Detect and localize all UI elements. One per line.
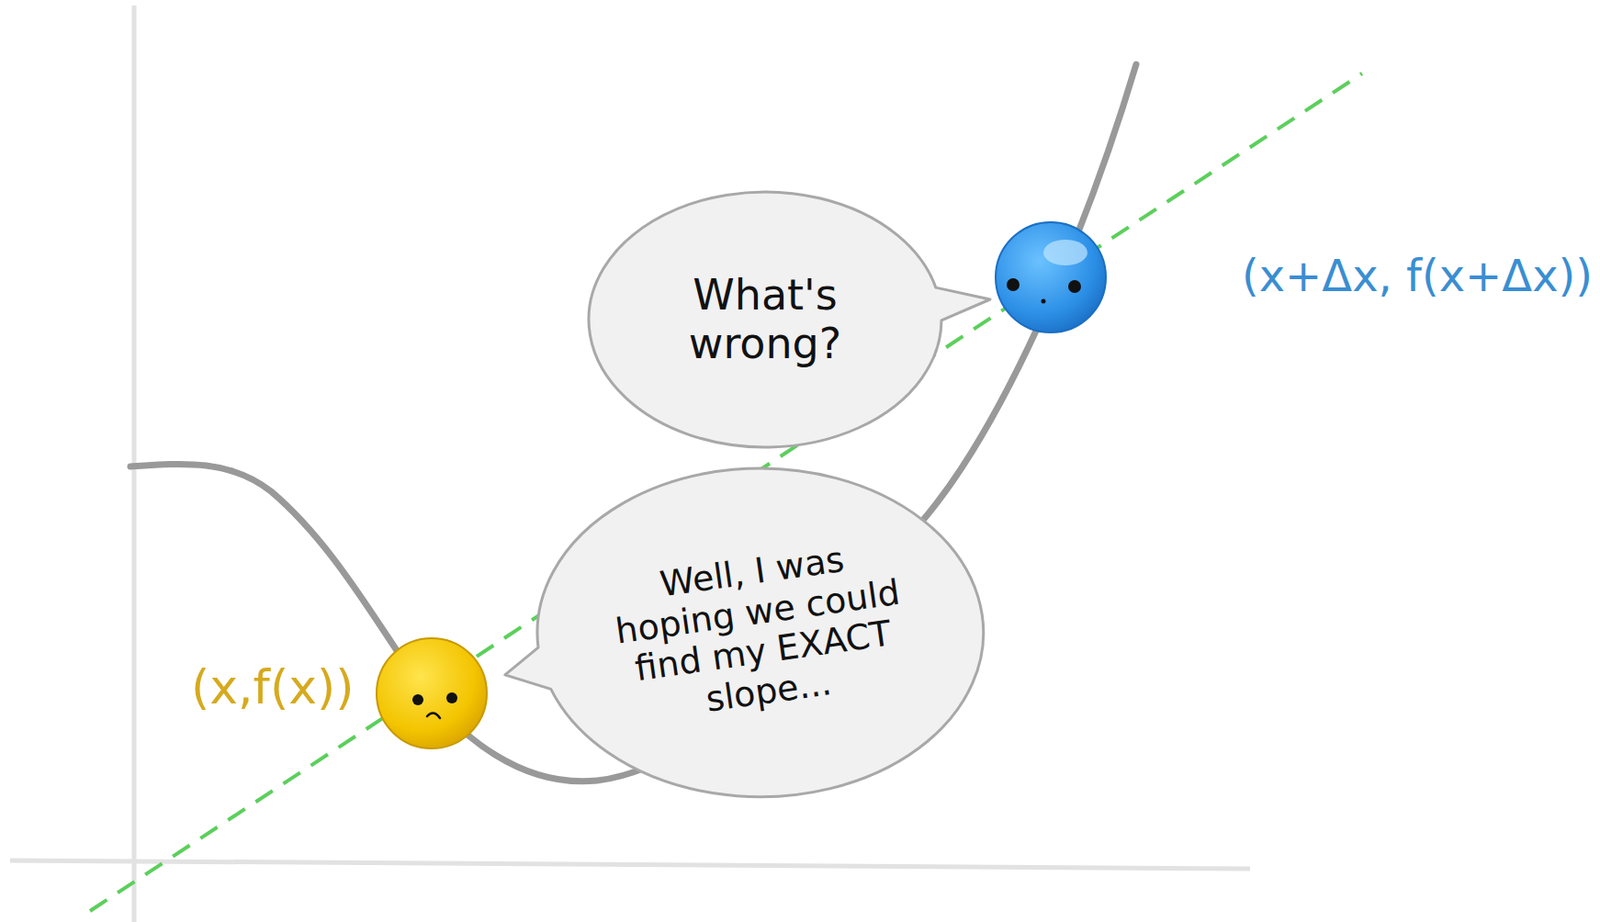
secant-line <box>90 73 1363 912</box>
yellow-point <box>376 638 487 749</box>
point-coordinates: (x+Δx, f(x+Δx)) <box>1241 249 1593 302</box>
speech-bubble: What's wrong? <box>586 190 944 450</box>
speech-bubble: Well, I was hoping we could find my EXAC… <box>535 466 986 800</box>
x-axis <box>10 860 1251 869</box>
bubble-text: What's wrong? <box>645 270 885 369</box>
blue-point <box>995 222 1106 333</box>
bubble-shape <box>505 468 984 798</box>
function-curve <box>130 64 1137 782</box>
bubble-shape <box>588 191 991 448</box>
point-coordinates: (x,f(x)) <box>191 659 355 715</box>
